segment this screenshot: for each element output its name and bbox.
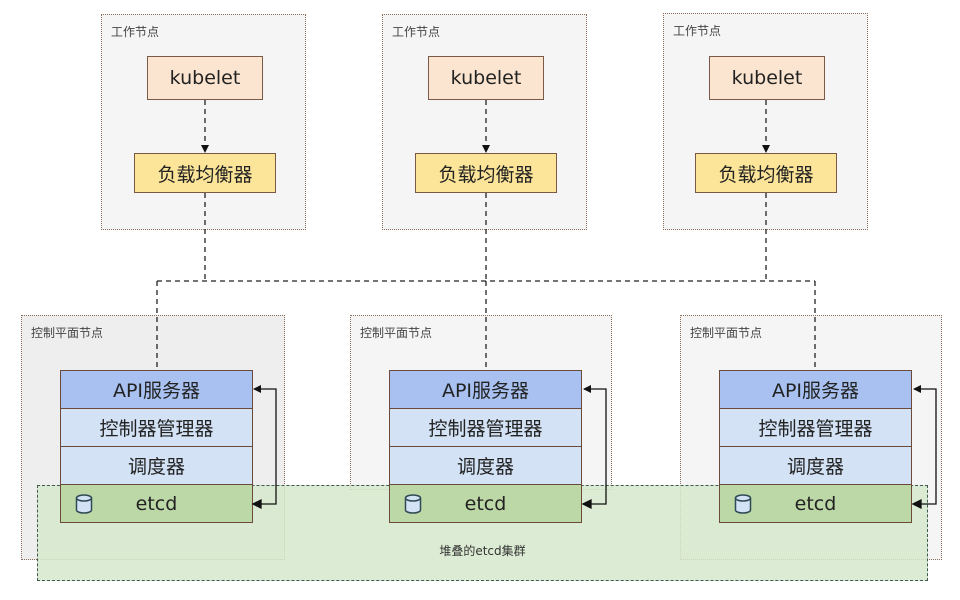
load-balancer-label: 负载均衡器 <box>438 163 534 186</box>
kubelet-label: kubelet <box>169 67 241 89</box>
api-server: API服务器 <box>390 371 581 409</box>
scheduler-label: 调度器 <box>127 456 185 478</box>
scheduler: 调度器 <box>390 447 581 485</box>
worker-node-label: 工作节点 <box>673 24 722 38</box>
control-plane-stack: API服务器 控制器管理器 调度器 etcd <box>389 370 582 523</box>
controller-manager: 控制器管理器 <box>390 409 581 447</box>
controller-manager-label: 控制器管理器 <box>428 418 543 440</box>
worker-node-2: 工作节点 <box>382 14 587 230</box>
kubelet-label: kubelet <box>450 67 522 89</box>
load-balancer-label: 负载均衡器 <box>157 163 253 186</box>
api-server: API服务器 <box>720 371 911 409</box>
scheduler-label: 调度器 <box>456 456 514 478</box>
etcd-member: etcd <box>390 485 581 522</box>
scheduler: 调度器 <box>61 447 252 485</box>
kubelet-label: kubelet <box>731 67 803 89</box>
controller-manager-label: 控制器管理器 <box>758 418 873 440</box>
api-server-label: API服务器 <box>771 380 860 402</box>
etcd-member: etcd <box>720 485 911 522</box>
etcd-member: etcd <box>61 485 252 522</box>
worker-node-label: 工作节点 <box>111 25 160 39</box>
worker-node-1: 工作节点 <box>101 14 306 230</box>
control-plane-stack: API服务器 控制器管理器 调度器 etcd <box>60 370 253 523</box>
database-icon <box>734 493 752 514</box>
scheduler-label: 调度器 <box>786 456 844 478</box>
control-plane-label: 控制平面节点 <box>31 326 104 340</box>
database-icon <box>75 493 93 514</box>
kubelet-box: kubelet <box>147 56 263 100</box>
control-plane-label: 控制平面节点 <box>690 326 763 340</box>
etcd-label: etcd <box>464 492 507 515</box>
load-balancer-box: 负载均衡器 <box>415 153 557 193</box>
controller-manager: 控制器管理器 <box>720 409 911 447</box>
kubelet-box: kubelet <box>428 56 544 100</box>
kubelet-box: kubelet <box>709 56 825 100</box>
load-balancer-box: 负载均衡器 <box>134 153 276 193</box>
api-server-label: API服务器 <box>441 380 530 402</box>
worker-node-3: 工作节点 <box>663 13 868 230</box>
worker-node-label: 工作节点 <box>392 25 441 39</box>
api-server-label: API服务器 <box>112 380 201 402</box>
controller-manager-label: 控制器管理器 <box>99 418 214 440</box>
control-plane-stack: API服务器 控制器管理器 调度器 etcd <box>719 370 912 523</box>
etcd-label: etcd <box>794 492 837 515</box>
load-balancer-label: 负载均衡器 <box>718 163 814 186</box>
api-server: API服务器 <box>61 371 252 409</box>
load-balancer-box: 负载均衡器 <box>695 153 837 193</box>
controller-manager: 控制器管理器 <box>61 409 252 447</box>
scheduler: 调度器 <box>720 447 911 485</box>
database-icon <box>404 493 422 514</box>
control-plane-label: 控制平面节点 <box>360 326 433 340</box>
etcd-cluster-label: 堆叠的etcd集群 <box>439 544 526 558</box>
etcd-label: etcd <box>135 492 178 515</box>
